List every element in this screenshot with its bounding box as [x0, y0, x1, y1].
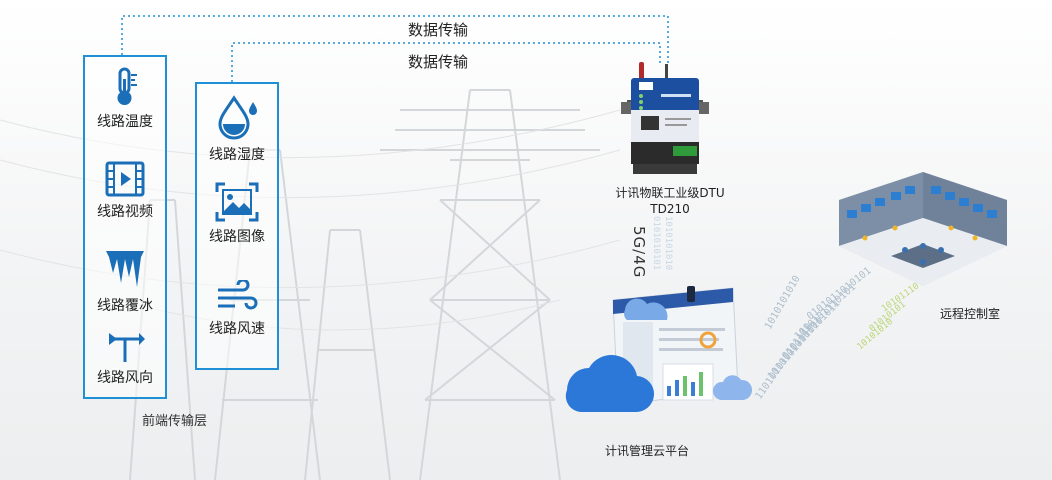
sensor-label: 线路风向 — [97, 370, 153, 386]
sensor-item-image: 线路图像 — [197, 182, 277, 246]
sensor-item-icing: 线路覆冰 — [85, 247, 165, 315]
sensor-label: 线路视频 — [97, 204, 153, 220]
sensor-item-video: 线路视频 — [85, 161, 165, 221]
dtu-name: 计讯物联工业级DTU TD210 — [607, 185, 733, 217]
sensor-label: 线路风速 — [209, 321, 265, 337]
sensor-item-wind-speed: 线路风速 — [197, 280, 277, 338]
sensor-item-temperature: 线路温度 — [85, 67, 165, 131]
dtu-name-line2: TD210 — [650, 202, 690, 216]
sensor-label: 线路温度 — [97, 114, 153, 130]
front-sensor-group-right: 线路湿度 线路图像 线路风速 — [195, 82, 279, 370]
control-room-name: 远程控制室 — [940, 307, 1001, 321]
sensor-item-wind-direction: 线路风向 — [85, 329, 165, 387]
sensor-label: 线路湿度 — [209, 147, 265, 163]
binary-stream-vertical: 0101010101 — [651, 216, 661, 271]
ice-icon — [106, 251, 144, 287]
wind-icon — [218, 280, 258, 310]
sensor-item-humidity: 线路湿度 — [197, 94, 277, 164]
sensor-label: 线路图像 — [209, 229, 265, 245]
binary-stream-to-control-room: 110101010101110 1010101010101 0101010101… — [753, 266, 921, 402]
control-room-image — [839, 172, 1007, 286]
water-drop-icon — [218, 95, 257, 140]
front-sensor-group-left: 线路温度 线路视频 线路覆冰 线路风向 — [83, 55, 167, 399]
svg-text:1010101010: 1010101010 — [763, 274, 803, 332]
cloud-platform-name: 计讯管理云平台 — [605, 444, 690, 458]
image-icon — [215, 182, 259, 222]
network-label: 5G/4G — [630, 226, 648, 279]
video-icon — [105, 161, 145, 197]
thermometer-icon — [117, 67, 137, 105]
data-transfer-label-top: 数据传输 — [408, 21, 469, 39]
wind-vane-icon — [109, 333, 145, 362]
dtu-name-line1: 计讯物联工业级DTU — [615, 186, 725, 200]
front-transmission-layer-caption: 前端传输层 — [142, 414, 208, 429]
dtu-device-image — [621, 62, 709, 174]
binary-stream-vertical: 1010101010 — [663, 216, 673, 271]
sensor-label: 线路覆冰 — [97, 298, 153, 314]
cloud-platform-image — [565, 286, 753, 413]
data-transfer-label-bottom: 数据传输 — [408, 53, 469, 71]
